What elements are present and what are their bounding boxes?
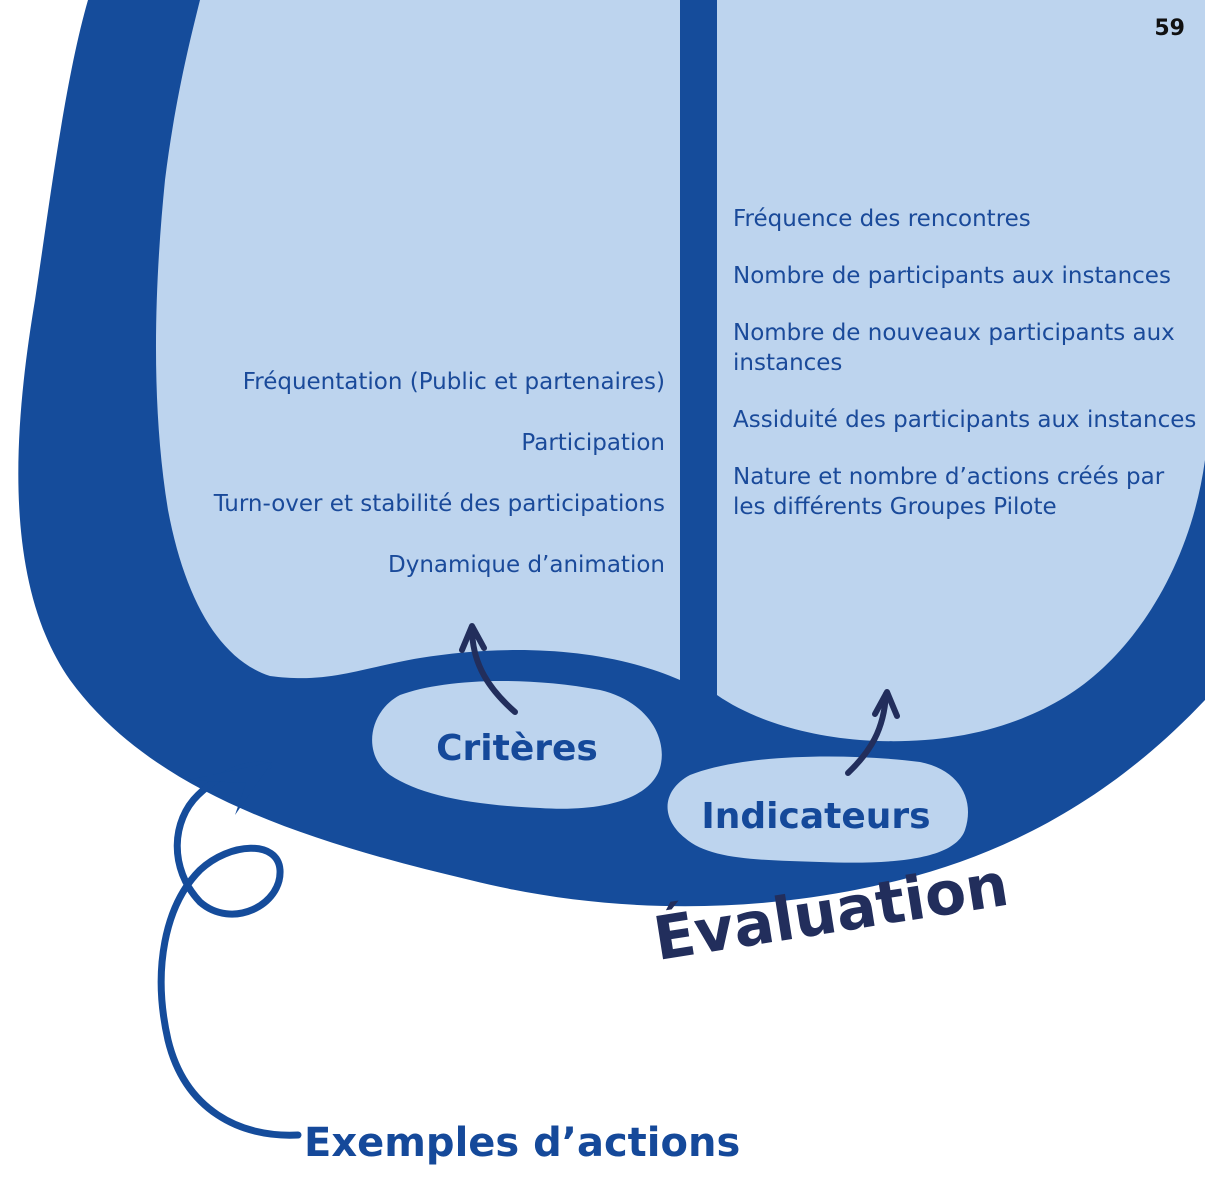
indicator-list: Fréquence des rencontres Nombre de parti… [733, 204, 1198, 549]
exemples-loop-arrow [157, 761, 302, 1139]
criteria-item: Dynamique d’animation [388, 552, 665, 578]
indicator-item: Nombre de participants aux instances [733, 263, 1171, 289]
indicateurs-bubble [667, 756, 968, 863]
criteres-bubble [372, 680, 662, 809]
criteria-item: Participation [521, 430, 665, 456]
exemples-actions-label: Exemples d’actions [304, 1120, 741, 1166]
indicateurs-arrow-head [872, 689, 900, 719]
indicateurs-label: Indicateurs [701, 796, 931, 837]
exemples-arrow-head [188, 762, 272, 815]
indicator-item: Nombre de nouveaux participants aux inst… [733, 320, 1175, 376]
indicator-item: Nature et nombre d’actions créés par les… [733, 464, 1165, 520]
criteria-item: Fréquentation (Public et partenaires) [242, 369, 665, 395]
indicators-panel [717, 0, 1205, 742]
criteres-arrow-head [459, 623, 487, 653]
indicator-item: Fréquence des rencontres [733, 206, 1031, 232]
indicateurs-arrow-shaft [845, 691, 889, 776]
indicator-item: Assiduité des participants aux instances [733, 407, 1197, 433]
criteres-label: Critères [436, 728, 598, 769]
page-number: 59 [1154, 16, 1185, 41]
criteria-item: Turn-over et stabilité des participation… [213, 491, 665, 517]
criteria-panel [155, 0, 681, 680]
criteres-arrow-shaft [469, 625, 518, 715]
criteria-list: Fréquentation (Public et partenaires) Pa… [145, 366, 665, 610]
